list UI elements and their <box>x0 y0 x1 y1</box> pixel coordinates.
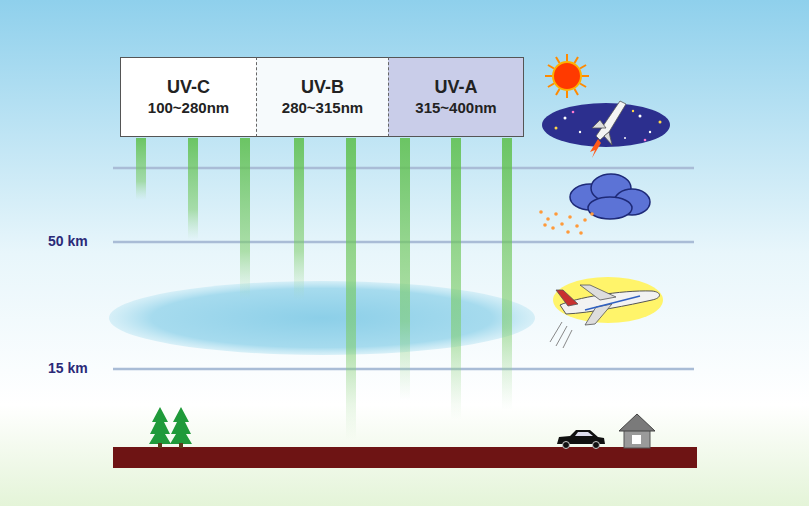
uv-beams <box>136 138 512 440</box>
sun-ray <box>575 89 579 95</box>
uv-beam <box>136 138 146 200</box>
uv-beam <box>400 138 410 400</box>
sun-ray <box>548 84 554 88</box>
uv-beam <box>502 138 512 410</box>
sun-ray <box>556 89 560 95</box>
band-name: UV-B <box>301 77 344 99</box>
sun-icon <box>545 54 589 98</box>
band-name: UV-A <box>434 77 477 99</box>
uv-beam <box>346 138 356 440</box>
house-icon <box>619 414 655 448</box>
wavelength-range: 100~280nm <box>148 99 229 117</box>
band-name: UV-C <box>167 77 210 99</box>
sun-ray <box>566 54 568 61</box>
wavelength-range: 280~315nm <box>282 99 363 117</box>
ground-bar <box>113 447 697 468</box>
space-shuttle-icon <box>542 101 670 158</box>
uv-beam <box>451 138 461 420</box>
altitude-label: 50 km <box>48 233 88 249</box>
particles <box>539 210 594 235</box>
uv-beam <box>240 138 250 300</box>
sun-ray <box>575 57 579 63</box>
sun-ray <box>548 65 554 69</box>
trees-icon <box>149 407 192 448</box>
sun-ray <box>582 75 589 77</box>
sun-ray <box>580 84 586 88</box>
cloud-icon <box>570 174 650 219</box>
wavelength-range: 315~400nm <box>415 99 496 117</box>
sun-ray <box>545 75 552 77</box>
airplane-icon <box>550 277 663 348</box>
uv-band-box: UV-B280~315nm <box>256 57 388 137</box>
sun-ray <box>580 65 586 69</box>
ozone-layer <box>109 281 535 355</box>
sun-ray <box>556 57 560 63</box>
uv-beam <box>294 138 304 300</box>
sun-ray <box>566 91 568 98</box>
altitude-label: 15 km <box>48 360 88 376</box>
car-icon <box>557 430 605 449</box>
uv-band-box: UV-C100~280nm <box>120 57 256 137</box>
uv-beam <box>188 138 198 240</box>
uv-band-box: UV-A315~400nm <box>388 57 524 137</box>
